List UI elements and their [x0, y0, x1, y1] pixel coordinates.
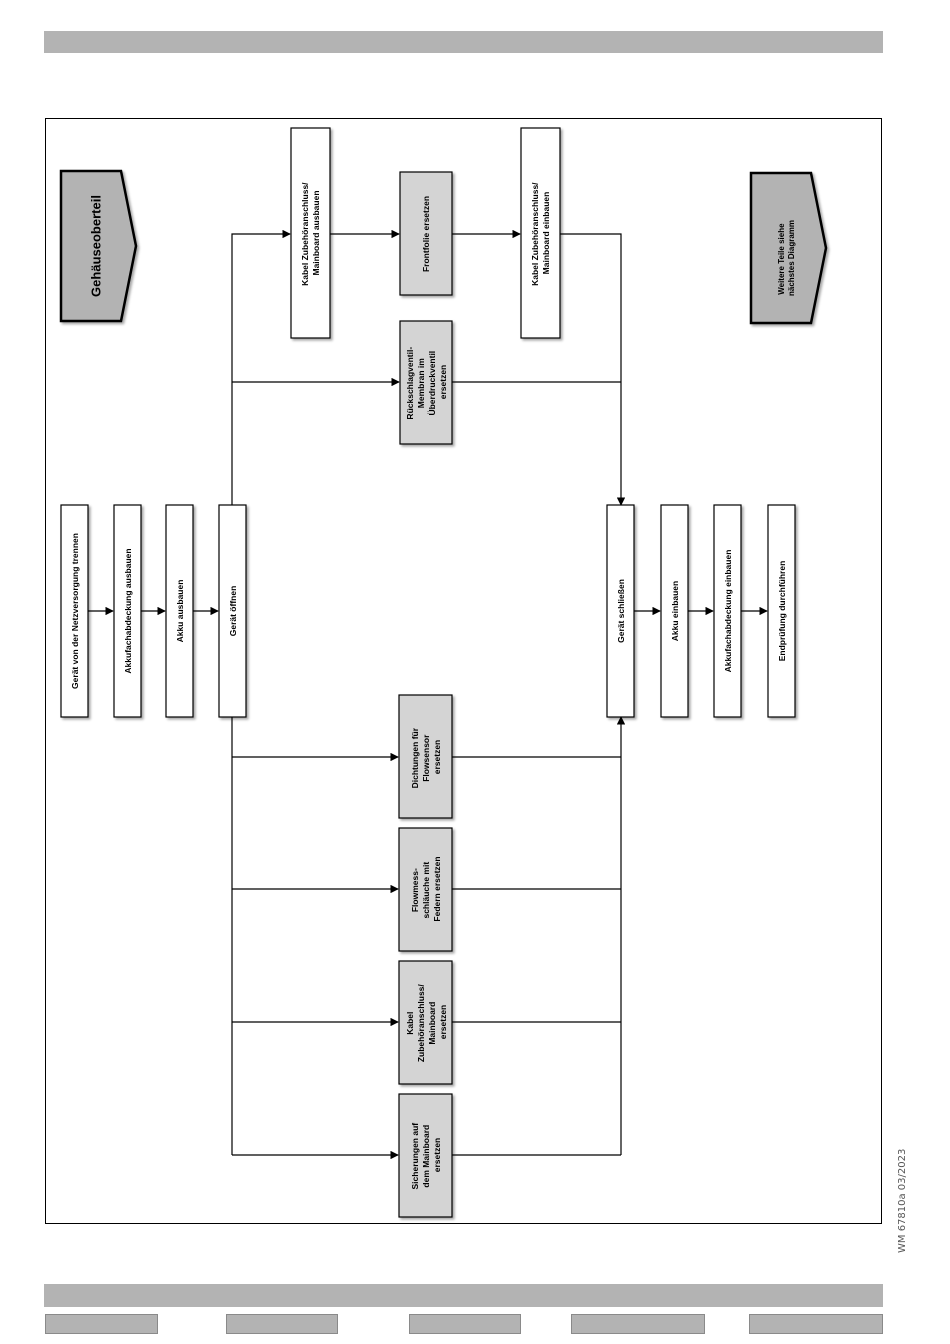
- step-fuses-box: [398, 1093, 453, 1218]
- step-remove-cover-box: [113, 504, 142, 718]
- footer-tab-3: [409, 1314, 521, 1334]
- step-remove-battery: Akku ausbauen: [175, 580, 185, 643]
- step-fuses: Sicherungen auf dem Mainboard ersetzen: [410, 1121, 442, 1190]
- step-front-foil-box: [399, 171, 453, 296]
- step-disconnect: Gerät von der Netzversorgung trennen: [70, 533, 80, 689]
- document-id: WM 67810a 03/2023: [897, 1148, 908, 1253]
- step-install-battery-box: [660, 504, 689, 718]
- step-remove-cover: Akkufachabdeckung ausbauen: [123, 548, 133, 673]
- step-cable-replace-box: [398, 960, 453, 1085]
- footer-tab-5: [749, 1314, 883, 1334]
- step-valve: Rückschlagventil- Membran im Überdruckve…: [405, 344, 448, 419]
- step-disconnect-box: [60, 504, 89, 718]
- next-diagram-pentagon: [749, 171, 828, 325]
- step-remove-battery-box: [165, 504, 194, 718]
- top-header-bar: [44, 31, 883, 53]
- step-tubes-box: [398, 827, 453, 952]
- step-open-device-box: [218, 504, 247, 718]
- footer-bar: [44, 1284, 883, 1307]
- next-diagram-label: Weitere Teile siehe nächstes Diagramm: [777, 220, 796, 296]
- diagram-frame: [45, 118, 882, 1224]
- step-install-cover: Akkufachabdeckung einbauen: [723, 550, 733, 673]
- step-cable-replace: Kabel Zubehöranschluss/ Mainboard ersetz…: [405, 982, 448, 1062]
- step-seals: Dichtungen für Flowsensor ersetzen: [410, 726, 442, 789]
- step-tubes: Flowmess- schläuche mit Federn ersetzen: [410, 856, 442, 921]
- footer-tab-4: [571, 1314, 705, 1334]
- step-cable-remove: Kabel Zubehöranschluss/ Mainboard ausbau…: [300, 180, 321, 286]
- connectors: [88, 229, 768, 1160]
- step-close-device-box: [606, 504, 635, 718]
- step-install-cover-box: [713, 504, 742, 718]
- step-front-foil: Frontfolie ersetzen: [421, 196, 431, 272]
- step-open-device: Gerät öffnen: [228, 586, 238, 637]
- step-install-battery: Akku einbauen: [670, 581, 680, 641]
- step-seals-box: [398, 694, 453, 819]
- step-valve-box: [399, 320, 453, 445]
- step-final-test: Endprüfung durchführen: [777, 561, 787, 662]
- step-final-test-box: [767, 504, 796, 718]
- footer-tab-2: [226, 1314, 338, 1334]
- step-cable-install: Kabel Zubehöranschluss/ Mainboard einbau…: [530, 180, 551, 286]
- step-cable-remove-box: [290, 127, 331, 339]
- step-close-device: Gerät schließen: [616, 579, 626, 643]
- step-cable-install-box: [520, 127, 561, 339]
- start-pentagon: [59, 169, 138, 323]
- footer-tab-1: [45, 1314, 158, 1334]
- start-label: Gehäuseoberteil: [89, 195, 104, 297]
